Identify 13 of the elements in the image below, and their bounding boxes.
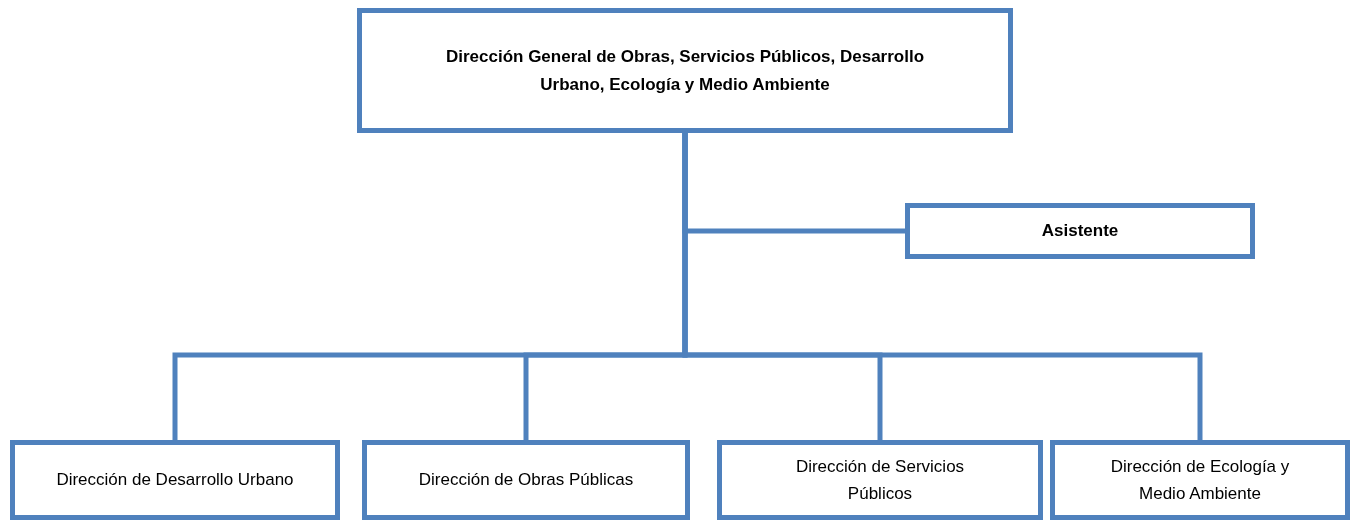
org-box [10,440,340,520]
org-box [1050,440,1350,520]
box-title: Asistente [1041,220,1119,243]
org-box [717,440,1043,520]
box-title: Dirección de Ecología y Medio Ambiente [1109,455,1291,505]
box-title: Dirección General de Obras, Servicios Públicos, Desarrollo Urbano, Ecología y Medio Ambiente [444,46,926,96]
box-title: Dirección de Desarrollo Urbano [56,469,294,492]
org-box [357,8,1013,133]
connector-line [682,133,1203,440]
org-box [362,440,690,520]
box-title: Dirección de Obras Públicas [418,469,634,492]
box-title: Dirección de Servicios Públicos [794,455,966,505]
org-box [905,203,1255,259]
